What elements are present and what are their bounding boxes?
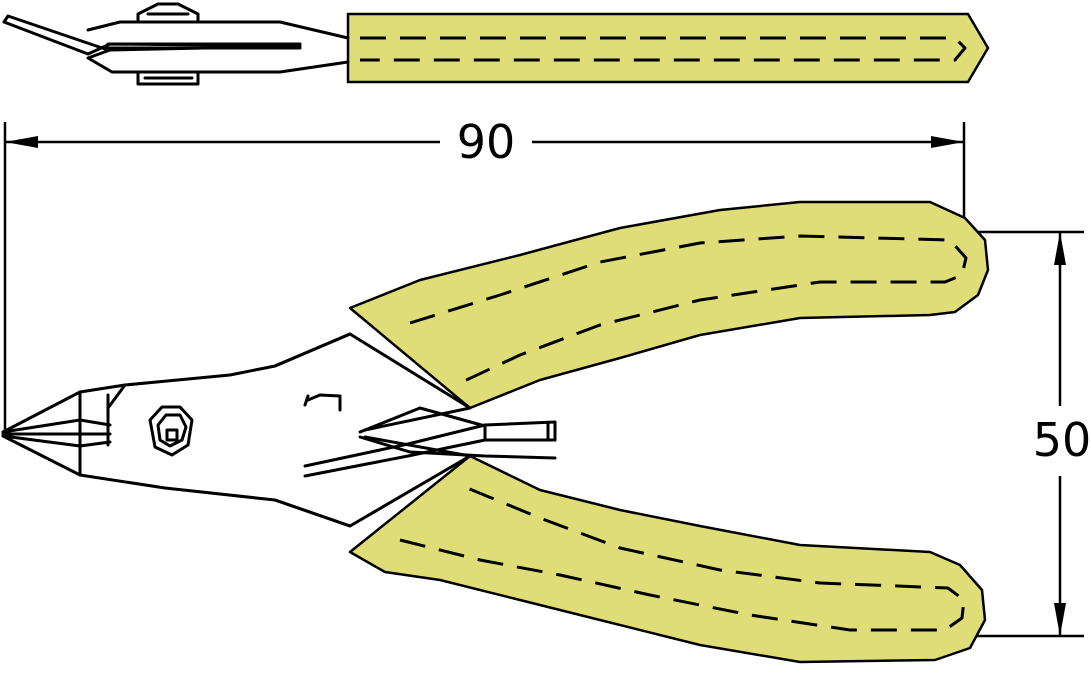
lower-arm xyxy=(273,435,472,528)
jaw-shoulder xyxy=(78,383,127,477)
side-view-jaw-upper xyxy=(2,14,350,52)
spring-mark-icon xyxy=(303,393,342,412)
dimension-width-arrow-bottom xyxy=(1054,603,1066,636)
return-spring xyxy=(303,406,557,478)
lower-handle-dashed-outline xyxy=(399,483,966,632)
dimension-width-label: 50 xyxy=(1033,413,1091,467)
front-view xyxy=(1,200,990,664)
pivot-bolt xyxy=(148,405,194,457)
dimension-length-arrow-right xyxy=(931,136,964,148)
dimension-length-arrow-left xyxy=(5,136,38,148)
side-view xyxy=(2,2,990,86)
side-view-handle-grip xyxy=(346,12,990,84)
upper-handle-grip xyxy=(348,200,990,410)
dimension-width-arrow-top xyxy=(1054,232,1066,265)
dimension-length: 90 xyxy=(3,115,966,430)
side-view-pivot-bottom xyxy=(136,70,200,86)
side-view-jaw xyxy=(2,20,350,74)
dimension-length-label: 90 xyxy=(457,115,516,169)
upper-arm xyxy=(273,332,472,432)
upper-handle-dashed-outline xyxy=(409,234,968,385)
side-view-grip-dashed-outline xyxy=(360,36,967,62)
side-view-pivot-top xyxy=(136,2,200,24)
